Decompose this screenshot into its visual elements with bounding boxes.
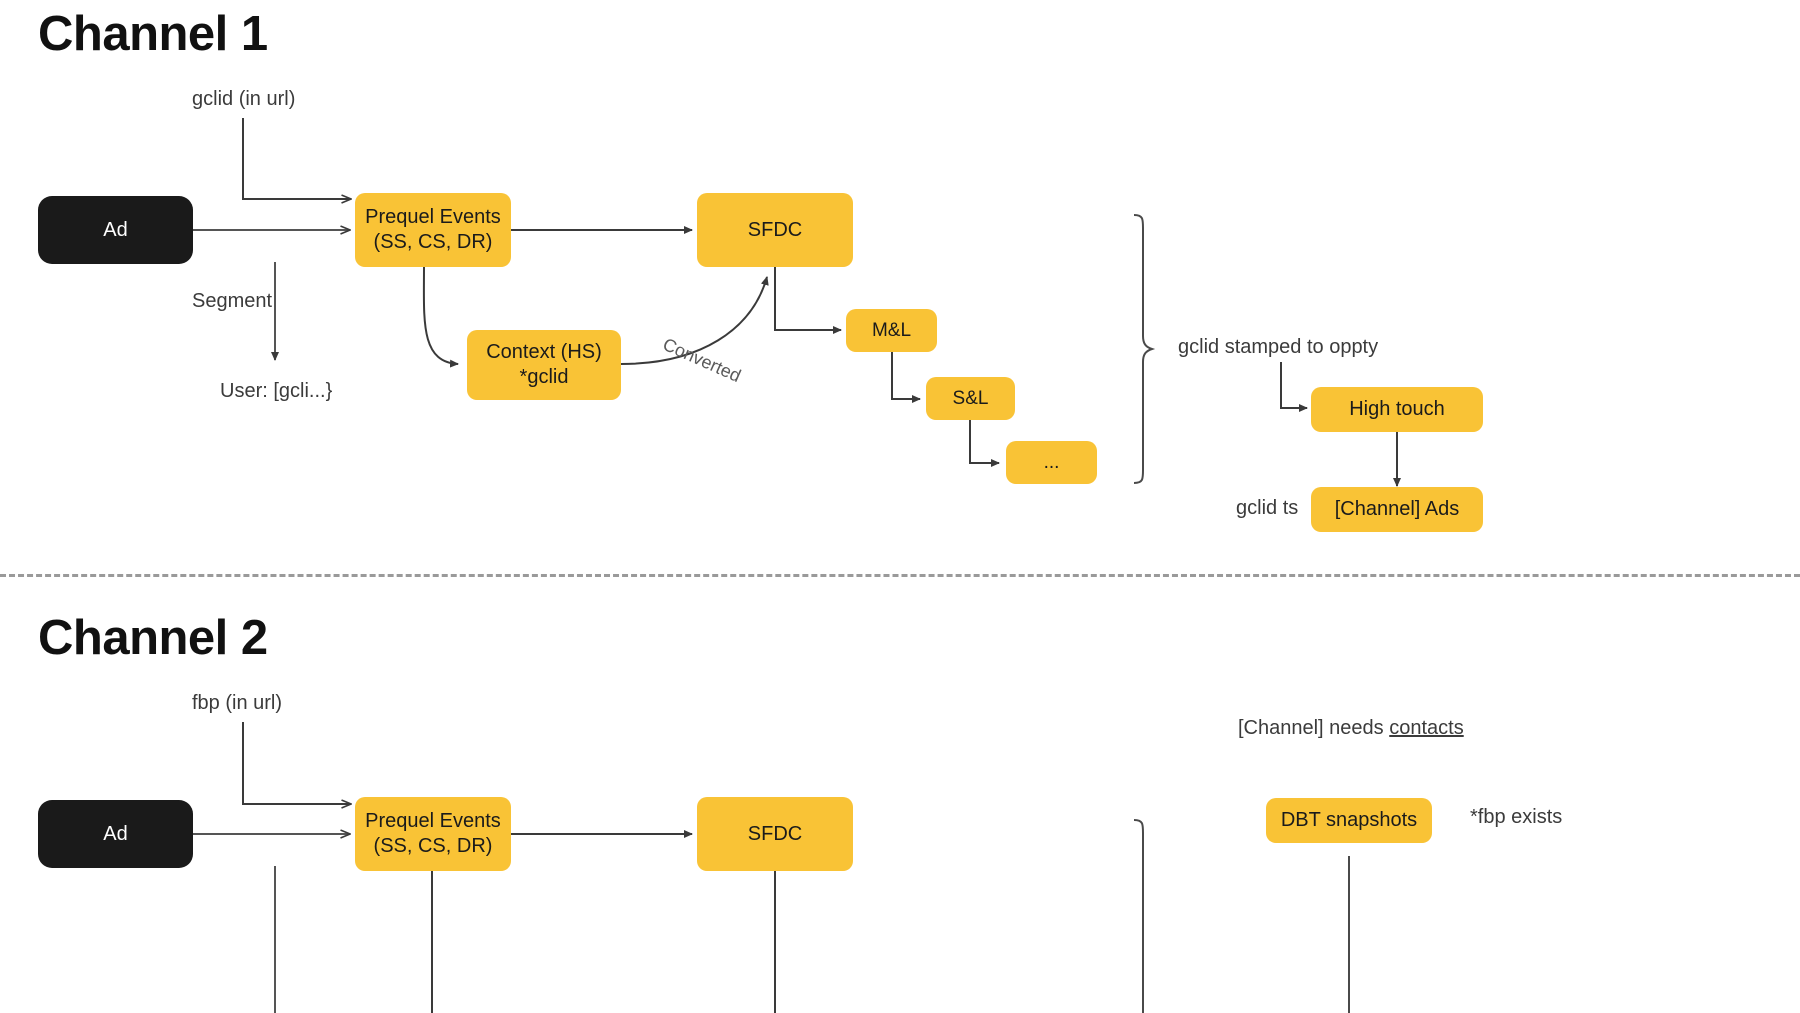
section-divider	[0, 574, 1800, 577]
grouping-brace	[1133, 214, 1156, 484]
node-mql[interactable]: M&L	[846, 309, 937, 352]
label-segment: Segment	[192, 290, 273, 312]
contacts-link[interactable]: contacts	[1389, 717, 1464, 739]
node-funnel-ellipsis[interactable]: ...	[1006, 441, 1097, 484]
label-fbp-exists: *fbp exists	[1470, 806, 1563, 828]
node-ad-channel1[interactable]: Ad	[38, 196, 193, 264]
node-context-hs[interactable]: Context (HS) *gclid	[467, 330, 621, 400]
label-channel-needs-contacts-prefix: [Channel] needs	[1238, 717, 1390, 739]
node-channel-ads[interactable]: [Channel] Ads	[1311, 487, 1483, 532]
label-gclid-stamped-to-oppty: gclid stamped to oppty	[1178, 336, 1379, 358]
node-high-touch[interactable]: High touch	[1311, 387, 1483, 432]
edge-gclidstamped-to-hightouch	[1280, 362, 1308, 412]
edge-sql-to-ellipsis	[969, 420, 1000, 467]
node-sfdc-channel2[interactable]: SFDC	[697, 797, 853, 871]
node-ad-channel2[interactable]: Ad	[38, 800, 193, 868]
label-fbp-in-url: fbp (in url)	[192, 692, 283, 714]
edge-gclid-to-prequel	[242, 118, 350, 199]
edge-sfdc-to-mql	[774, 267, 842, 334]
node-sfdc-channel1[interactable]: SFDC	[697, 193, 853, 267]
node-sql[interactable]: S&L	[926, 377, 1015, 420]
node-prequel-events-channel1[interactable]: Prequel Events (SS, CS, DR)	[355, 193, 511, 267]
edge-prequel-to-context	[422, 266, 459, 368]
node-prequel-events-channel2[interactable]: Prequel Events (SS, CS, DR)	[355, 797, 511, 871]
label-gclid-ts: gclid ts	[1236, 497, 1299, 519]
label-converted: Converted	[659, 334, 744, 387]
label-gclid-in-url: gclid (in url)	[192, 88, 296, 110]
label-channel-needs-contacts: [Channel] needs contacts	[1238, 717, 1464, 740]
channel-1-heading: Channel 1	[38, 7, 268, 61]
edge-mql-to-sql	[891, 352, 921, 403]
channel-2-heading: Channel 2	[38, 611, 268, 665]
edge-fbp-to-prequel	[242, 722, 350, 804]
label-user-gclid: User: [gcli...}	[220, 380, 333, 402]
node-dbt-snapshots[interactable]: DBT snapshots	[1266, 798, 1432, 843]
grouping-brace-ch2	[1133, 819, 1144, 1013]
